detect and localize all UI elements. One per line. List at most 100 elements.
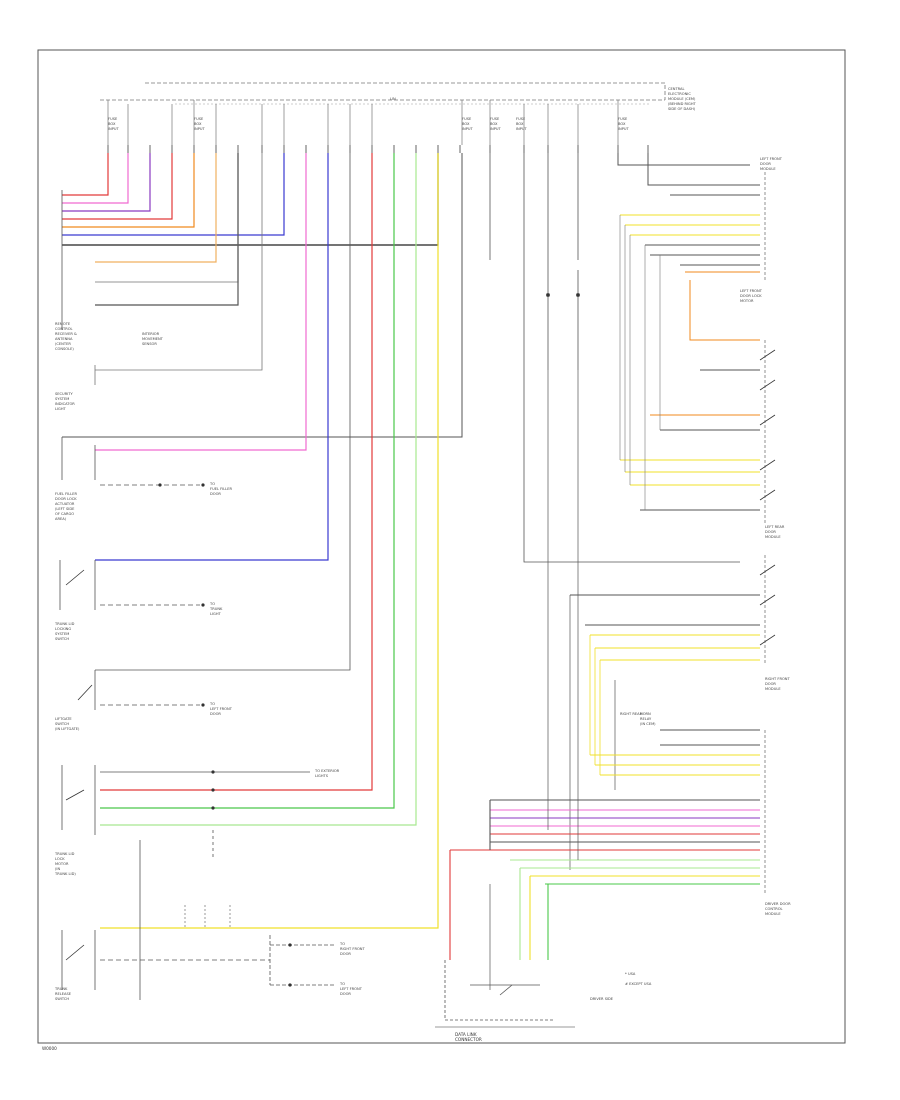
svg-text:SYSTEM: SYSTEM [55, 397, 69, 401]
svg-text:TO: TO [339, 942, 345, 946]
svg-text:FUSE: FUSE [462, 117, 472, 121]
footer-code: W0000 [42, 1046, 57, 1051]
svg-text:MOTOR: MOTOR [55, 862, 69, 866]
svg-text:BOX: BOX [516, 122, 524, 126]
svg-text:MODULE: MODULE [765, 687, 781, 691]
svg-text:MODULE: MODULE [765, 535, 781, 539]
svg-text:CONNECTOR: CONNECTOR [455, 1037, 482, 1042]
data-link-block [435, 960, 575, 1028]
module-name: CENTRAL ELECTRONIC MODULE (CEM) (BEHIND … [668, 87, 697, 111]
interior-movement-sensor: INTERIOR MOVEMENT SENSOR [142, 332, 164, 346]
svg-text:TRUNK: TRUNK [54, 987, 68, 991]
svg-text:RIGHT REAR: RIGHT REAR [620, 712, 643, 716]
svg-text:BOX: BOX [618, 122, 626, 126]
svg-text:DOOR: DOOR [210, 712, 221, 716]
driver-side-lock-switch: DRIVER SIDE [590, 997, 614, 1001]
svg-text:(IN LIFTGATE): (IN LIFTGATE) [55, 727, 80, 731]
svg-text:LIGHT: LIGHT [210, 612, 222, 616]
svg-text:SWITCH: SWITCH [55, 637, 69, 641]
bus-label: LIN [390, 97, 396, 101]
cem-vertical-stubs [107, 100, 619, 145]
svg-text:FUEL FILLER: FUEL FILLER [55, 492, 78, 496]
left-front-door-module: LEFT FRONT DOOR MODULE [760, 157, 783, 171]
security-indicator: SECURITY SYSTEM INDICATOR LIGHT [55, 392, 75, 411]
svg-text:TO: TO [209, 482, 215, 486]
svg-text:SWITCH: SWITCH [55, 722, 69, 726]
svg-text:LEFT REAR: LEFT REAR [765, 525, 785, 529]
svg-text:LEFT FRONT: LEFT FRONT [760, 157, 783, 161]
svg-text:INPUT: INPUT [490, 127, 502, 131]
svg-text:INDICATOR: INDICATOR [55, 402, 75, 406]
svg-text:TRUNK LID): TRUNK LID) [54, 872, 76, 876]
svg-text:FUSE: FUSE [516, 117, 526, 121]
svg-text:BOX: BOX [490, 122, 498, 126]
svg-text:DOOR: DOOR [765, 682, 776, 686]
svg-text:* USA: * USA [625, 972, 636, 976]
svg-text:(IN CEM): (IN CEM) [640, 722, 656, 726]
fuel-filler-lock: FUEL FILLER DOOR LOCK ACTUATOR (LEFT SID… [55, 492, 78, 521]
svg-text:DOOR LOCK: DOOR LOCK [740, 294, 762, 298]
svg-text:DRIVER SIDE: DRIVER SIDE [590, 997, 614, 1001]
remote-receiver-wires [61, 153, 439, 330]
svg-text:DOOR: DOOR [760, 162, 771, 166]
svg-text:# EXCEPT USA: # EXCEPT USA [625, 982, 652, 986]
svg-text:(LEFT SIDE: (LEFT SIDE [55, 507, 75, 511]
svg-text:DOOR: DOOR [765, 530, 776, 534]
svg-text:INPUT: INPUT [618, 127, 630, 131]
data-link-connector: DATA LINK CONNECTOR [455, 1032, 482, 1042]
fuel-filler-wires [61, 153, 463, 487]
svg-text:CENTRAL: CENTRAL [668, 87, 684, 91]
svg-text:TRUNK LID: TRUNK LID [54, 622, 75, 626]
svg-text:DRIVER DOOR: DRIVER DOOR [765, 902, 791, 906]
svg-text:RECEIVER &: RECEIVER & [55, 332, 77, 336]
trunk-release-switch: TRUNK RELEASE SWITCH [54, 987, 72, 1001]
svg-text:INTERIOR: INTERIOR [142, 332, 160, 336]
svg-text:FUSE: FUSE [108, 117, 118, 121]
svg-text:TO EXTERIOR: TO EXTERIOR [314, 769, 340, 773]
svg-text:TO: TO [339, 982, 345, 986]
legend: * USA # EXCEPT USA [625, 972, 652, 986]
svg-text:CONTROL: CONTROL [55, 327, 73, 331]
svg-text:MODULE (CEM): MODULE (CEM) [668, 97, 696, 101]
svg-text:HORN: HORN [640, 712, 651, 716]
svg-text:LEFT FRONT: LEFT FRONT [340, 987, 363, 991]
svg-text:DATA LINK: DATA LINK [455, 1032, 477, 1037]
svg-text:LOCKING: LOCKING [55, 627, 71, 631]
trunk-lid-lock-motor: TRUNK LID LOCK MOTOR (IN TRUNK LID) [54, 852, 76, 876]
svg-text:SIDE OF DASH): SIDE OF DASH) [668, 107, 696, 111]
to-left-front-1: TO LEFT FRONT DOOR [209, 702, 233, 716]
trunk-lock-wires [59, 153, 329, 610]
svg-text:ELECTRONIC: ELECTRONIC [668, 92, 691, 96]
svg-text:DOOR: DOOR [340, 992, 351, 996]
driver-door-module: DRIVER DOOR CONTROL MODULE [765, 902, 791, 916]
svg-text:LIGHTS: LIGHTS [315, 774, 329, 778]
to-trunk-light: TO TRUNK LIGHT [209, 602, 223, 616]
right-front-wires [569, 594, 760, 870]
svg-text:(BEHIND RIGHT: (BEHIND RIGHT [668, 102, 697, 106]
central-module: LIN CENTRAL ELECTRONIC MODULE (CEM) (BEH… [100, 82, 697, 131]
svg-text:ACTUATOR: ACTUATOR [55, 502, 75, 506]
cem-connector-pins [107, 145, 649, 153]
svg-text:DOOR: DOOR [340, 952, 351, 956]
left-rear-door-module: LEFT REAR DOOR MODULE [765, 525, 785, 539]
svg-text:FUSE: FUSE [194, 117, 204, 121]
trunk-motor-wires [61, 153, 417, 860]
svg-text:FUEL FILLER: FUEL FILLER [210, 487, 233, 491]
right-front-door-module: RIGHT FRONT DOOR MODULE [765, 677, 790, 691]
to-right-front: TO LEFT FRONT DOOR [339, 982, 363, 996]
driver-door-harness [449, 370, 760, 990]
right-wires [617, 153, 760, 511]
svg-text:RIGHT FRONT: RIGHT FRONT [340, 947, 365, 951]
svg-text:CONTROL: CONTROL [765, 907, 783, 911]
left-front-lock: LEFT FRONT DOOR LOCK MOTOR [740, 289, 763, 303]
svg-text:DOOR: DOOR [210, 492, 221, 496]
svg-text:INPUT: INPUT [194, 127, 206, 131]
door-switch-symbols [759, 349, 776, 646]
trunk-lock-switch: TRUNK LID LOCKING SYSTEM SWITCH [54, 622, 75, 641]
